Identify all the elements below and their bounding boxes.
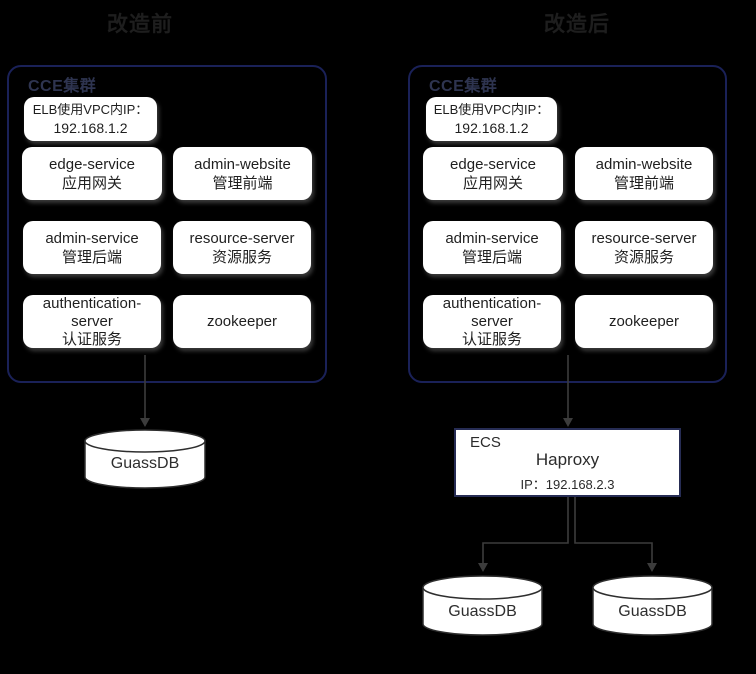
arrowhead-db1 — [478, 563, 488, 572]
elb-node-after: ELB使用VPC内IP： 192.168.1.2 — [426, 97, 557, 141]
haproxy-ip: IP：192.168.2.3 — [520, 477, 615, 492]
service-authentication-server: authentication-server 认证服务 — [423, 295, 561, 348]
cce-cluster-before: CCE集群 ELB使用VPC内IP： 192.168.1.2 edge-serv… — [7, 65, 327, 383]
service-name: admin-service — [445, 229, 539, 247]
service-desc: 管理后端 — [461, 248, 522, 266]
database-label: GuassDB — [618, 603, 687, 620]
database-after-2: GuassDB — [591, 574, 714, 637]
ecs-label: ECS — [470, 434, 501, 451]
service-name: edge-service — [450, 155, 536, 173]
service-name: zookeeper — [608, 313, 680, 330]
title-before: 改造前 — [107, 13, 173, 36]
service-admin-service: admin-service 管理后端 — [423, 221, 561, 274]
service-authentication-server: authentication-server 认证服务 — [23, 295, 161, 348]
service-desc: 管理后端 — [61, 248, 122, 266]
service-zookeeper: zookeeper — [173, 295, 311, 348]
service-name: admin-website — [595, 155, 693, 173]
elb-text: ELB使用VPC内IP： — [32, 102, 149, 117]
database-cylinder-icon — [592, 575, 713, 636]
connector-ecs-to-db2 — [574, 497, 653, 564]
database-label: GuassDB — [110, 455, 180, 472]
elb-ip: 192.168.1.2 — [53, 120, 128, 136]
service-desc: 应用网关 — [61, 174, 122, 192]
service-desc: 应用网关 — [462, 174, 523, 192]
cce-cluster-after: CCE集群 ELB使用VPC内IP： 192.168.1.2 edge-serv… — [408, 65, 727, 383]
database-label: GuassDB — [448, 603, 517, 620]
service-name: admin-website — [194, 155, 291, 173]
database-cylinder-icon — [84, 429, 206, 489]
service-name: authentication-server — [42, 294, 142, 330]
service-desc: 认证服务 — [461, 330, 522, 348]
cluster-label-after: CCE集群 — [429, 78, 498, 95]
elb-ip: 192.168.1.2 — [454, 120, 529, 136]
elb-node-before: ELB使用VPC内IP： 192.168.1.2 — [24, 97, 157, 141]
service-name: edge-service — [49, 155, 135, 173]
elb-text: ELB使用VPC内IP： — [433, 102, 550, 117]
service-name: admin-service — [45, 229, 139, 247]
arrowhead-ecs — [563, 418, 573, 427]
service-edge-service: edge-service 应用网关 — [22, 147, 162, 200]
ecs-node: ECS Haproxy IP：192.168.2.3 — [454, 428, 681, 497]
service-resource-server: resource-server 资源服务 — [173, 221, 311, 274]
database-before: GuassDB — [83, 428, 207, 490]
service-name: resource-server — [189, 229, 295, 247]
database-cylinder-icon — [422, 575, 543, 636]
title-after: 改造后 — [544, 13, 610, 36]
cluster-label-before: CCE集群 — [28, 78, 97, 95]
arrowhead-db2 — [647, 563, 657, 572]
service-desc: 认证服务 — [61, 330, 122, 348]
connector-ecs-to-db1 — [482, 497, 569, 564]
service-name: zookeeper — [206, 313, 278, 330]
haproxy-label: Haproxy — [535, 450, 600, 469]
service-desc: 资源服务 — [211, 248, 272, 266]
service-desc: 资源服务 — [613, 248, 674, 266]
database-after-1: GuassDB — [421, 574, 544, 637]
arrowhead-before-db — [140, 418, 150, 427]
service-edge-service: edge-service 应用网关 — [423, 147, 563, 200]
service-desc: 管理前端 — [613, 174, 674, 192]
service-name: authentication-server — [442, 294, 542, 330]
service-name: resource-server — [591, 229, 697, 247]
service-zookeeper: zookeeper — [575, 295, 713, 348]
service-admin-website: admin-website 管理前端 — [575, 147, 713, 200]
service-desc: 管理前端 — [212, 174, 273, 192]
service-admin-service: admin-service 管理后端 — [23, 221, 161, 274]
service-resource-server: resource-server 资源服务 — [575, 221, 713, 274]
service-admin-website: admin-website 管理前端 — [173, 147, 312, 200]
